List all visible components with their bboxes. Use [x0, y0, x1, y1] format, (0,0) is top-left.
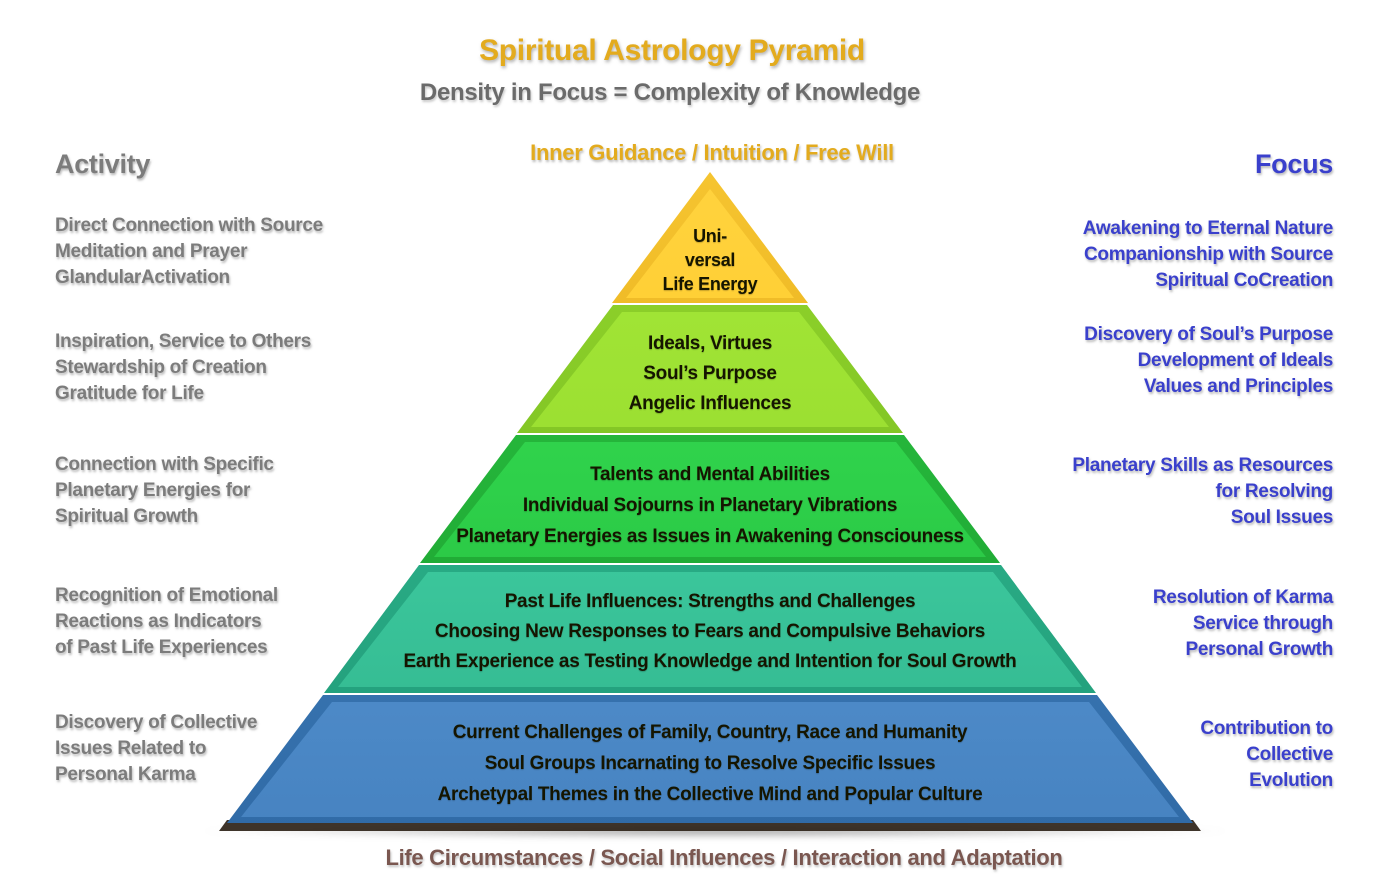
base-label: Life Circumstances / Social Influences /…: [385, 845, 1063, 870]
activity-tier-2: Inspiration, Service to Others Stewardsh…: [55, 329, 365, 407]
focus-tier-3-line-3: Soul Issues: [1230, 507, 1334, 528]
tier-4-label-line-1: Past Life Influences: Strengths and Chal…: [504, 591, 916, 612]
focus-tier-5-line-1: Contribution to: [1200, 718, 1333, 739]
activity-tier-4-line-1: Recognition of Emotional: [55, 585, 278, 606]
activity-tier-3: Connection with Specific Planetary Energ…: [55, 452, 365, 530]
focus-column-header: Focus: [1254, 149, 1333, 179]
page-title: Spiritual Astrology Pyramid: [479, 34, 865, 67]
focus-tier-2: Discovery of Soul’s Purpose Development …: [983, 322, 1333, 400]
focus-tier-1-line-3: Spiritual CoCreation: [1155, 270, 1333, 291]
page-subtitle: Density in Focus = Complexity of Knowled…: [419, 79, 921, 106]
tier-3-label-line-1: Talents and Mental Abilities: [590, 464, 830, 485]
activity-tier-2-line-1: Inspiration, Service to Others: [55, 331, 312, 352]
focus-tier-3: Planetary Skills as Resources for Resolv…: [983, 453, 1333, 531]
activity-tier-3-line-2: Planetary Energies for: [55, 480, 251, 501]
activity-tier-5-line-3: Personal Karma: [55, 764, 196, 785]
activity-tier-5-line-2: Issues Related to: [55, 738, 207, 759]
focus-tier-1-line-1: Awakening to Eternal Nature: [1082, 218, 1334, 239]
activity-tier-2-line-3: Gratitude for Life: [55, 383, 204, 404]
tier-2-label-line-2: Soul’s Purpose: [643, 363, 777, 384]
tier-2-label-line-1: Ideals, Virtues: [648, 333, 772, 354]
activity-tier-1: Direct Connection with Source Meditation…: [55, 213, 365, 291]
tier-4-label: Past Life Influences: Strengths and Chal…: [360, 587, 1060, 677]
activity-tier-5: Discovery of Collective Issues Related t…: [55, 710, 365, 788]
focus-tier-5-line-3: Evolution: [1249, 770, 1333, 791]
focus-tier-4-line-1: Resolution of Karma: [1152, 587, 1333, 608]
focus-tier-2-line-1: Discovery of Soul’s Purpose: [1084, 324, 1333, 345]
activity-tier-4-line-2: Reactions as Indicators: [55, 611, 262, 632]
focus-tier-1-line-2: Companionship with Source: [1083, 244, 1333, 265]
activity-tier-1-line-3: GlandularActivation: [55, 267, 230, 288]
tier-3-label-line-3: Planetary Energies as Issues in Awakenin…: [456, 526, 964, 547]
activity-tier-1-line-2: Meditation and Prayer: [55, 241, 248, 262]
tier-2-label-line-3: Angelic Influences: [628, 393, 792, 414]
tier-5-label: Current Challenges of Family, Country, R…: [360, 717, 1060, 810]
tier-3-label-line-2: Individual Sojourns in Planetary Vibrati…: [522, 495, 898, 516]
activity-column-header: Activity: [55, 149, 151, 179]
tier-2-label: Ideals, Virtues Soul’s Purpose Angelic I…: [360, 329, 1060, 419]
apex-label: Inner Guidance / Intuition / Free Will: [530, 140, 894, 165]
activity-tier-1-line-1: Direct Connection with Source: [55, 215, 323, 236]
activity-tier-2-line-2: Stewardship of Creation: [55, 357, 267, 378]
focus-tier-2-line-2: Development of Ideals: [1137, 350, 1334, 371]
activity-tier-3-line-1: Connection with Specific: [55, 454, 274, 475]
tier-1-label-line-1: Uni-: [693, 226, 727, 246]
focus-tier-5: Contribution to Collective Evolution: [983, 716, 1333, 794]
focus-tier-2-line-3: Values and Principles: [1143, 376, 1333, 397]
tier-1-label-line-3: Life Energy: [662, 274, 758, 294]
focus-tier-4: Resolution of Karma Service through Pers…: [983, 585, 1333, 663]
focus-tier-3-line-1: Planetary Skills as Resources: [1072, 455, 1333, 476]
focus-tier-3-line-2: for Resolving: [1215, 481, 1333, 502]
tier-4-label-line-2: Choosing New Responses to Fears and Comp…: [434, 621, 986, 642]
tier-5-label-line-3: Archetypal Themes in the Collective Mind…: [437, 784, 983, 805]
focus-tier-4-line-2: Service through: [1192, 613, 1333, 634]
focus-tier-1: Awakening to Eternal Nature Companionshi…: [983, 216, 1334, 294]
activity-tier-4-line-3: of Past Life Experiences: [55, 637, 268, 658]
activity-tier-4: Recognition of Emotional Reactions as In…: [55, 583, 365, 661]
tier-3-label: Talents and Mental Abilities Individual …: [360, 459, 1060, 552]
tier-5-label-line-1: Current Challenges of Family, Country, R…: [452, 722, 968, 743]
tier-5-label-line-2: Soul Groups Incarnating to Resolve Speci…: [484, 753, 936, 774]
activity-tier-5-line-1: Discovery of Collective: [55, 712, 258, 733]
tier-4-label-line-3: Earth Experience as Testing Knowledge an…: [403, 651, 1017, 672]
focus-tier-5-line-2: Collective: [1246, 744, 1333, 765]
activity-tier-3-line-3: Spiritual Growth: [55, 506, 198, 527]
focus-tier-4-line-3: Personal Growth: [1185, 639, 1333, 660]
tier-1-label-line-2: versal: [684, 250, 736, 270]
tier-1-label: Uni- versal Life Energy: [360, 224, 1060, 296]
